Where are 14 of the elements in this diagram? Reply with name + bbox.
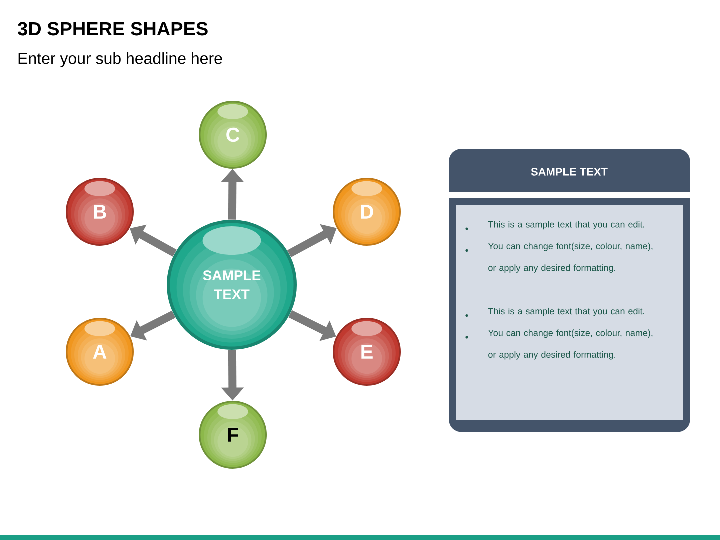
sphere: C bbox=[199, 101, 267, 169]
subtitle: Enter your sub headline here bbox=[18, 52, 222, 68]
bullet-text: This is a sample text that you can edit. bbox=[488, 221, 644, 230]
sphere: SAMPLE TEXT bbox=[167, 220, 297, 350]
sphere: D bbox=[333, 178, 401, 246]
sphere: F bbox=[199, 400, 267, 469]
sphere: E bbox=[333, 318, 401, 386]
sphere: A bbox=[66, 318, 134, 386]
panel-heading: SAMPLE TEXT bbox=[531, 168, 608, 176]
bullet-text: You can change font(size, colour, name), or apply any desired formatting. bbox=[488, 242, 653, 273]
bullet-text: This is a sample text that you can edit. bbox=[488, 308, 644, 316]
sphere: B bbox=[66, 178, 134, 246]
title: 3D SPHERE SHAPES bbox=[18, 22, 208, 36]
bullet-text: You can change font(size, colour, name), or apply any desired formatting. bbox=[488, 330, 653, 360]
